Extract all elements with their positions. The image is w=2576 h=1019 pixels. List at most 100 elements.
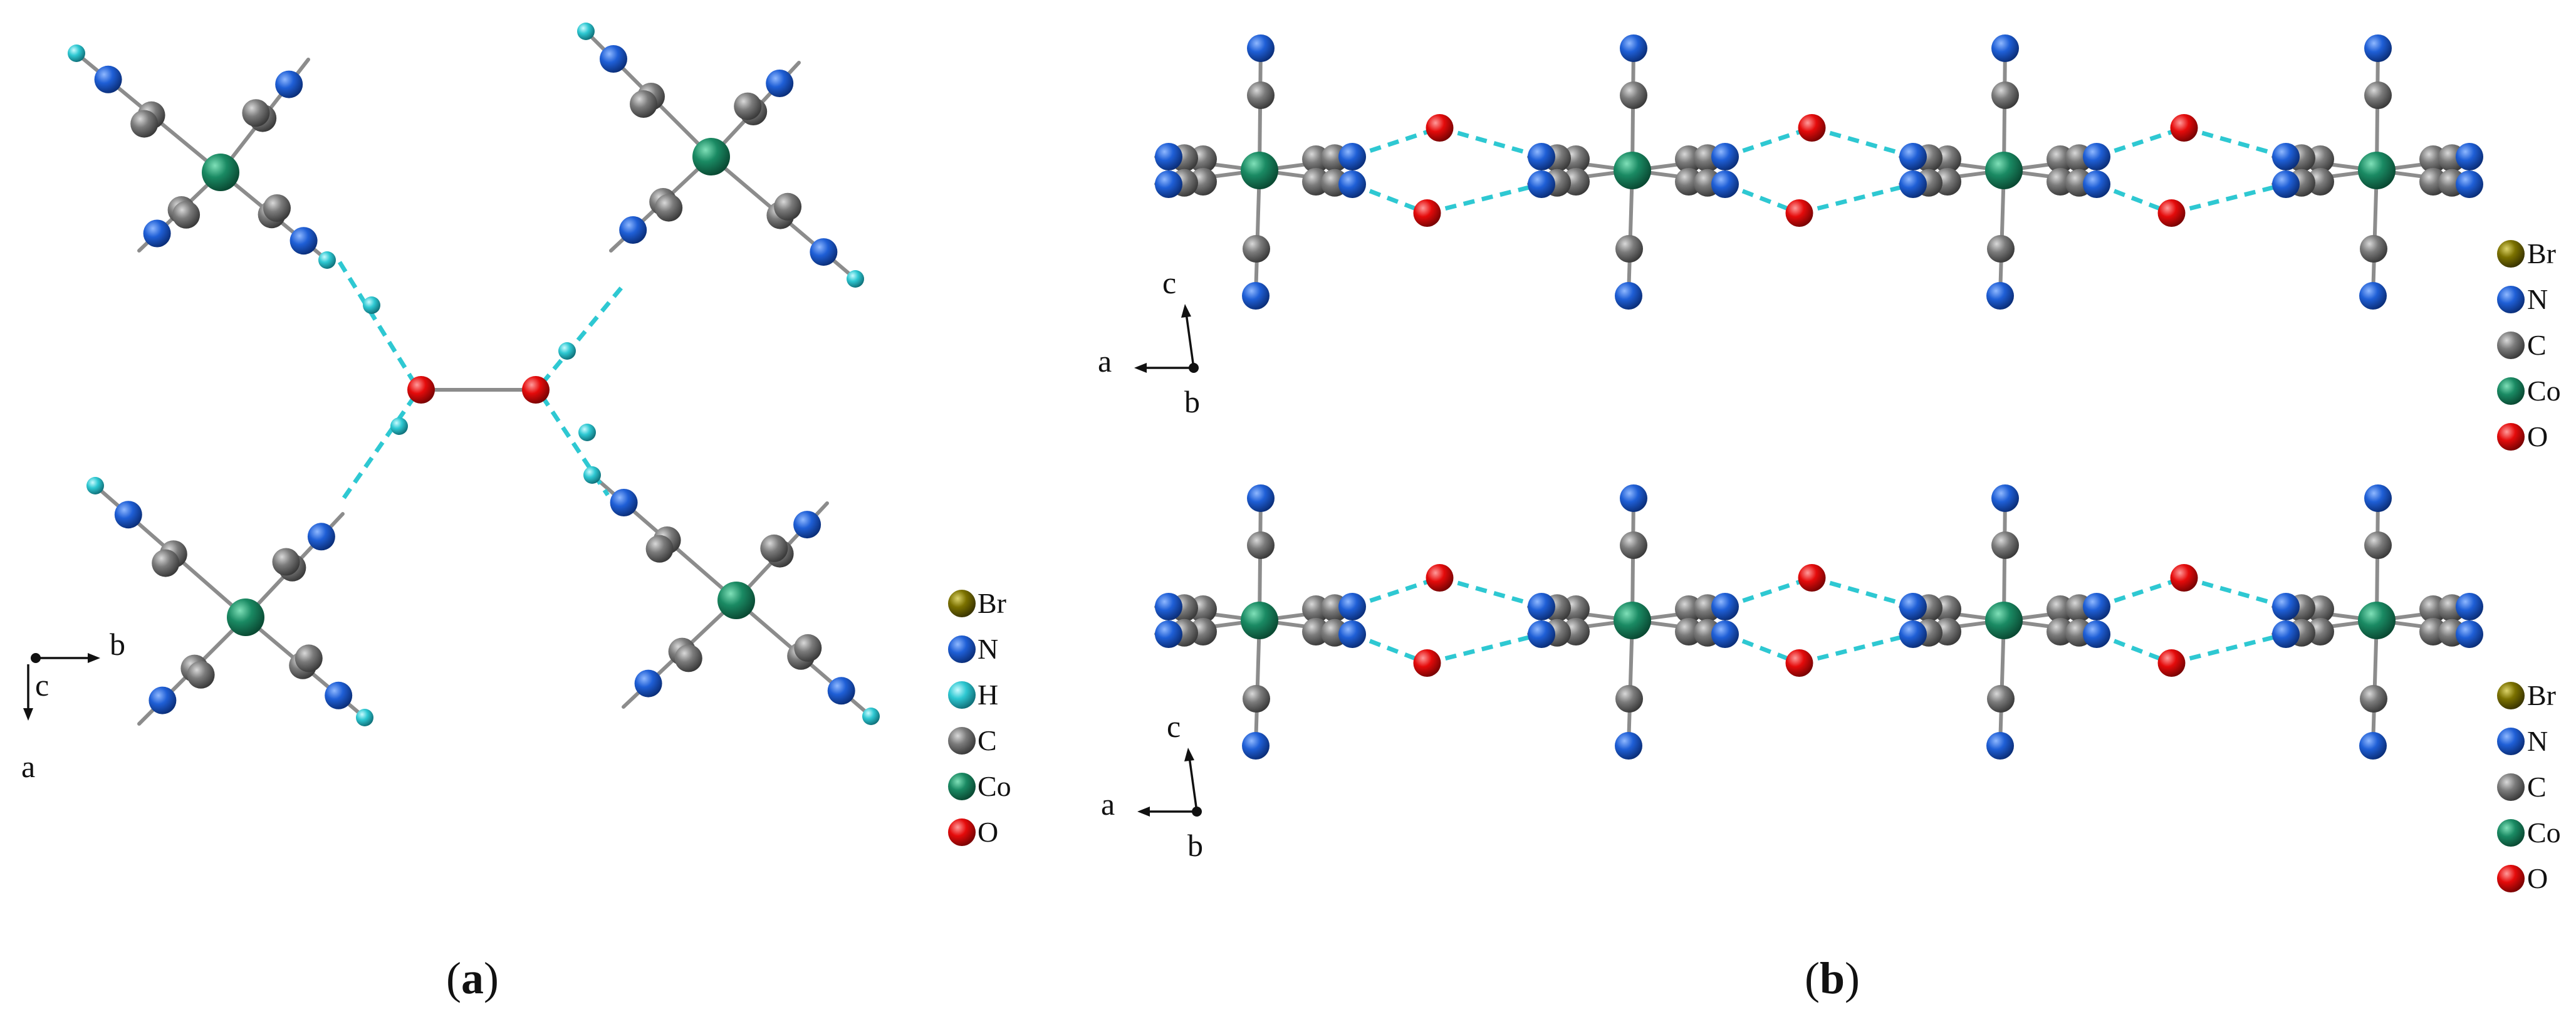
nitrogen-atom <box>2083 143 2110 170</box>
carbon-atom <box>655 194 683 222</box>
legend-atom-c <box>948 727 976 755</box>
panel-a-structure <box>68 23 880 726</box>
nitrogen-atom <box>1155 593 1182 620</box>
nitrogen-atom <box>1338 170 1366 198</box>
hydrogen-atom <box>318 251 336 269</box>
legend-label-o: O <box>978 816 998 848</box>
hydrogen-atom <box>356 709 373 726</box>
nitrogen-atom <box>827 677 855 705</box>
carbon-atom <box>1987 685 2015 713</box>
nitrogen-atom <box>1615 282 1642 310</box>
caption-a-close: ) <box>484 953 499 1003</box>
carbon-atom <box>1991 81 2019 109</box>
axis-bottom-c-arrow <box>1188 756 1198 812</box>
axis-label-c: c <box>35 667 49 703</box>
nitrogen-atom <box>2272 143 2300 170</box>
nitrogen-atom <box>2272 620 2300 648</box>
nitrogen-atom <box>1528 143 1555 170</box>
carbon-atom <box>1987 235 2015 263</box>
nitrogen-atom <box>1620 34 1647 62</box>
nitrogen-atom <box>1528 593 1555 620</box>
legend-bottom-atom-co <box>2497 819 2525 847</box>
carbon-atom <box>1243 235 1270 263</box>
legend-bottom-atom-c <box>2497 773 2525 801</box>
legend-top-label-n: N <box>2527 283 2548 315</box>
carbon-atom <box>734 92 762 120</box>
carbon-atom <box>2364 531 2392 559</box>
caption-b: (b) <box>1805 953 1860 1003</box>
carbon-atom <box>1991 531 2019 559</box>
nitrogen-atom <box>1338 620 1366 648</box>
axis-top-c-arrow <box>1185 313 1195 368</box>
nitrogen-atom <box>1899 170 1927 198</box>
nitrogen-atom <box>810 238 838 266</box>
hydrogen-atom <box>86 477 104 494</box>
hydrogen-bond <box>336 259 417 385</box>
carbon-atom <box>1243 685 1270 713</box>
nitrogen-atom <box>114 501 142 529</box>
nitrogen-atom <box>2359 732 2387 760</box>
cobalt-atom <box>227 598 264 636</box>
carbon-atom <box>263 194 291 222</box>
nitrogen-atom <box>1528 620 1555 648</box>
legend-atom-n <box>948 635 976 663</box>
hydrogen-bond <box>2171 182 2287 216</box>
nitrogen-atom <box>1991 34 2019 62</box>
oxygen-atom <box>1426 114 1454 142</box>
carbon-atom <box>242 99 270 127</box>
nitrogen-atom <box>1711 143 1739 170</box>
carbon-atom <box>130 110 159 138</box>
hydrogen-bond <box>540 283 625 385</box>
carbon-atom <box>2364 81 2392 109</box>
panel-a-axes: b c a <box>21 627 125 784</box>
axis-top-a-arrowhead <box>1134 363 1147 373</box>
legend-label-co: Co <box>978 770 1011 802</box>
nitrogen-atom <box>2083 170 2110 198</box>
legend-top-atom-c <box>2497 332 2525 359</box>
axis-bottom-label-b: b <box>1187 828 1203 863</box>
hydrogen-bond <box>340 394 417 503</box>
carbon-atom <box>172 201 201 229</box>
panel-b-axes-top: c a b <box>1098 265 1200 419</box>
carbon-atom <box>2360 235 2387 263</box>
cobalt-atom <box>1241 152 1278 189</box>
nitrogen-atom <box>94 65 122 93</box>
carbon-atom <box>630 90 657 118</box>
legend-label-br: Br <box>978 587 1006 619</box>
carbon-atom <box>794 634 822 662</box>
axis-bottom-label-a: a <box>1101 786 1115 822</box>
oxygen-atom <box>2157 199 2186 227</box>
caption-a: (a) <box>446 953 499 1003</box>
cobalt-atom <box>1985 602 2023 639</box>
hydrogen-atom <box>847 270 864 288</box>
bond <box>1254 169 1261 298</box>
oxygen-atom <box>2170 114 2198 142</box>
oxygen-atom <box>1413 649 1441 677</box>
nitrogen-atom <box>1338 143 1366 170</box>
hydrogen-atom <box>390 417 408 435</box>
bond <box>1998 619 2006 748</box>
bond <box>1254 619 1261 748</box>
nitrogen-atom <box>1991 484 2019 512</box>
legend-bottom-label-br: Br <box>2527 679 2556 711</box>
hydrogen-atom <box>862 708 880 725</box>
nitrogen-atom <box>2364 34 2392 62</box>
caption-a-open: ( <box>446 953 461 1003</box>
cobalt-atom <box>1614 152 1651 189</box>
panel-b-axes-bottom: c a b <box>1101 709 1203 863</box>
axis-bottom-label-c: c <box>1167 709 1181 744</box>
hydrogen-atom <box>577 23 595 40</box>
axis-a-arrowhead <box>23 708 33 721</box>
legend-top-atom-o <box>2497 423 2525 451</box>
legend-bottom-label-c: C <box>2527 771 2547 803</box>
axis-top-c-arrowhead <box>1181 304 1191 318</box>
nitrogen-atom <box>1615 732 1642 760</box>
nitrogen-atom <box>1338 593 1366 620</box>
nitrogen-atom <box>1986 732 2014 760</box>
hydrogen-atom <box>583 466 601 484</box>
nitrogen-atom <box>1711 170 1739 198</box>
nitrogen-atom <box>2272 593 2300 620</box>
nitrogen-atom <box>2456 170 2483 198</box>
hydrogen-bond <box>2183 575 2287 609</box>
oxygen-atom <box>1785 199 1813 227</box>
